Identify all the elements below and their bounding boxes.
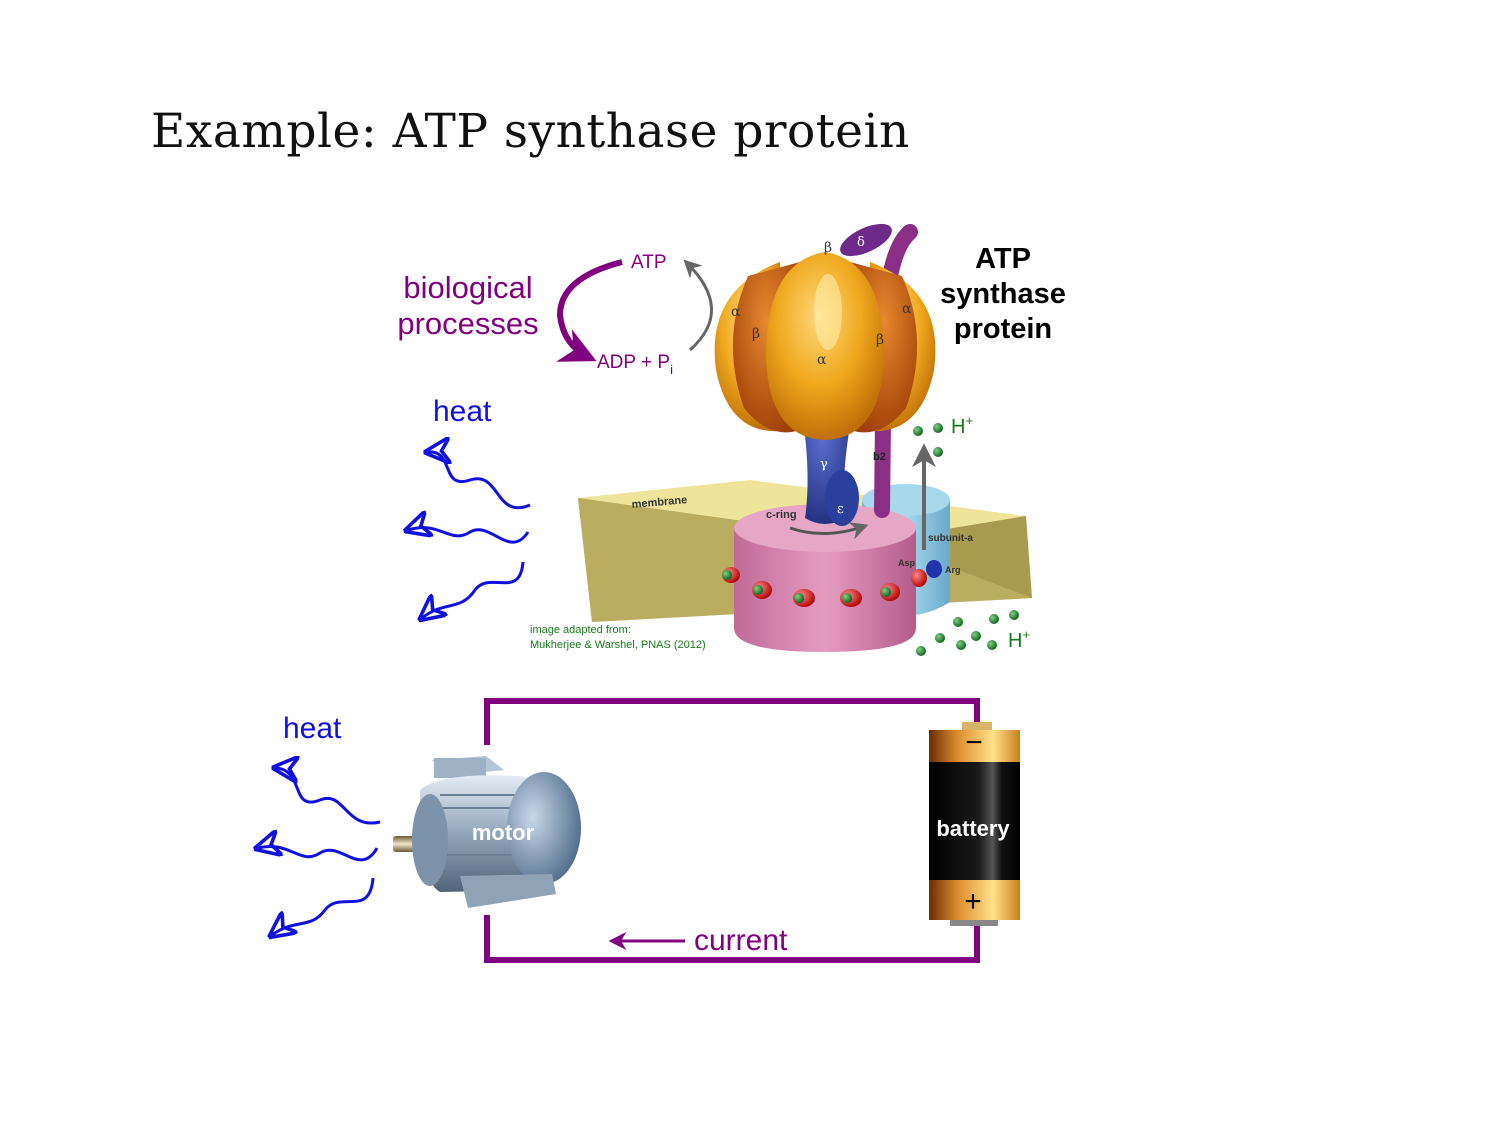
beta-label-left: β [752,326,760,342]
adp-label: ADP + Pi [597,352,673,377]
slide-title: Example: ATP synthase protein [151,104,910,159]
protons-top [913,423,943,457]
subunit-a-label: subunit-a [928,533,973,544]
circuit-wire-top [484,698,980,745]
heat-waves-protein [408,452,531,618]
battery-label: battery [936,816,1010,841]
atp-produced-arrow [683,259,713,352]
current-label: current [694,924,788,957]
alpha-label-left: α [731,304,741,320]
motor [393,756,581,908]
proton-label-top: H+ [951,413,973,438]
membrane-label: membrane [631,494,687,511]
battery [929,722,1020,926]
beta-label-right: β [876,332,884,348]
protein-heading-line1: ATP [975,243,1031,275]
c-ring-label: c-ring [766,509,797,521]
alpha-label-right: α [902,301,912,317]
proton-label-bottom: H+ [1008,627,1030,652]
gamma-label: γ [820,457,828,472]
protein-heading-line3: protein [954,313,1052,345]
protein-heading-line2: synthase [940,278,1066,310]
f1-head [714,252,936,440]
atp-consumed-arrow [556,259,623,362]
b2-label: b2 [873,451,886,463]
motor-label: motor [472,820,535,845]
arg-label: Arg [945,565,961,575]
heat-label-motor: heat [283,712,342,745]
beta-label-top: β [824,240,832,256]
asp-label: Asp [898,558,916,568]
alpha-label-center: α [817,352,827,368]
heat-waves-motor [258,768,381,935]
rotation-arrow [789,522,869,540]
heat-label-protein: heat [433,395,492,428]
c-ring-cylinder [734,504,916,652]
credit-line1: image adapted from: [530,624,631,636]
battery-minus: − [965,726,983,759]
circuit-wire-bottom [484,915,980,963]
residue-beads [722,560,942,607]
epsilon-label: ε [837,502,844,517]
credit-line2: Mukherjee & Warshel, PNAS (2012) [530,639,706,651]
delta-label: δ [857,235,865,250]
delta-subunit [840,223,892,257]
bio-processes-line1: biological [403,270,532,305]
battery-plus: + [964,885,982,918]
bio-processes-line2: processes [397,306,538,341]
epsilon-subunit [825,470,859,526]
protons-bottom [916,610,1019,656]
atp-label: ATP [631,252,667,273]
